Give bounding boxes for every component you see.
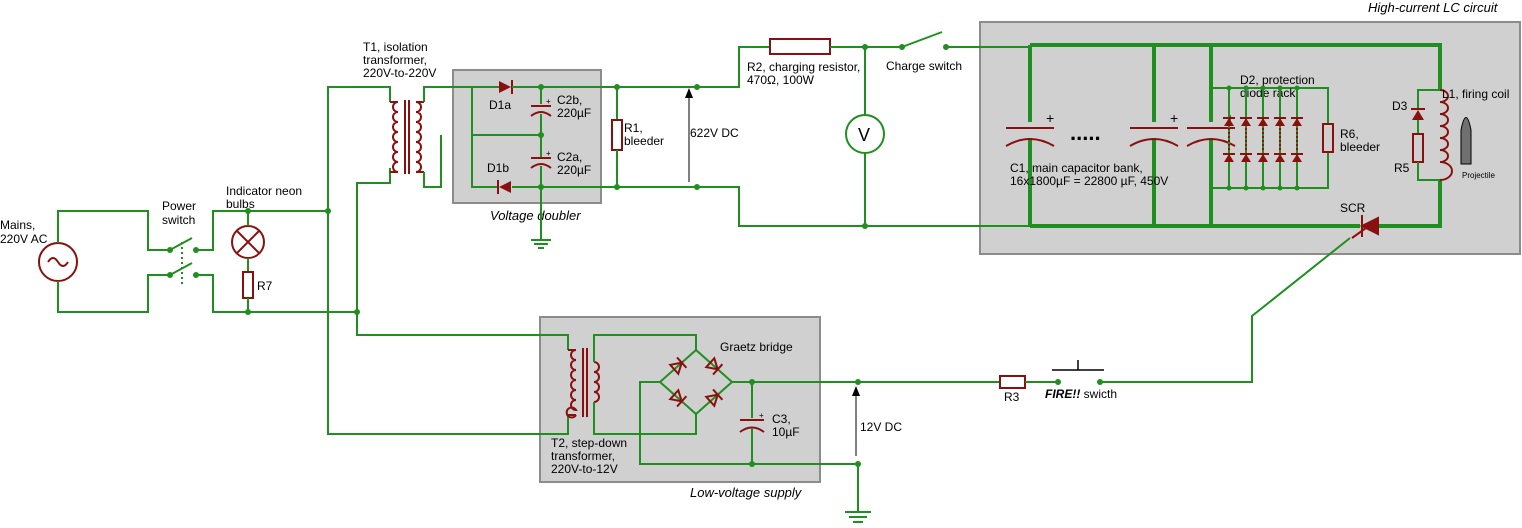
power-switch-label-1: Power	[162, 199, 196, 213]
c1-label-2: 16x1800µF = 22800 µF, 450V	[1010, 174, 1168, 188]
c2b-capacitor: +	[530, 97, 552, 117]
t1-label-1: T1, isolation	[363, 40, 428, 54]
l1-firing-coil	[1439, 89, 1453, 181]
lc-circuit-title: High-current LC circuit	[1368, 0, 1499, 15]
v622-label: 622V DC	[690, 126, 739, 140]
r2-label-1: R2, charging resistor,	[747, 60, 860, 74]
t2-label-1: T2, step-down	[551, 436, 627, 450]
r6-label-1: R6,	[1340, 127, 1359, 141]
charge-switch-label: Charge switch	[886, 59, 962, 73]
d1b-diode	[497, 180, 511, 194]
voltage-doubler-title: Voltage doubler	[490, 208, 581, 223]
doubler-ground	[531, 239, 551, 249]
r6-label-2: bleeder	[1340, 140, 1380, 154]
fire-switch-label: FIRE!! swicth	[1045, 387, 1117, 401]
c1-capacitor-1: +	[1005, 110, 1055, 147]
power-switch-label-2: switch	[162, 213, 195, 227]
graetz-label: Graetz bridge	[720, 340, 793, 354]
svg-text:+: +	[759, 411, 764, 420]
projectile-label: Projectile	[1462, 171, 1495, 180]
c1-ellipsis: .....	[1070, 120, 1101, 145]
t1-label-3: 220V-to-220V	[363, 66, 436, 80]
r7-resistor	[242, 271, 254, 299]
c2a-capacitor: +	[530, 149, 552, 169]
scr-label: SCR	[1340, 201, 1366, 215]
c2a-label-1: C2a,	[557, 150, 582, 164]
c2a-label-2: 220µF	[557, 163, 591, 177]
t2-transformer	[565, 348, 600, 419]
voltage-doubler-block	[452, 69, 602, 204]
c3-label-2: 10µF	[772, 425, 800, 439]
c3-capacitor: +	[739, 411, 765, 433]
voltmeter: V	[845, 114, 885, 154]
c1-capacitor-2: +	[1129, 110, 1179, 147]
low-voltage-supply-title: Low-voltage supply	[690, 485, 803, 500]
svg-text:+: +	[546, 149, 551, 158]
r5-label: R5	[1394, 161, 1410, 175]
neon-label-1: Indicator neon	[226, 184, 302, 198]
d2-label-1: D2, protection	[1240, 73, 1315, 87]
lc-circuit-block	[979, 21, 1521, 255]
l1-label: L1, firing coil	[1442, 87, 1509, 101]
r3-resistor	[999, 375, 1026, 389]
graetz-bridge	[668, 356, 724, 408]
c2b-label-2: 220µF	[557, 106, 591, 120]
d1b-label: D1b	[487, 161, 509, 175]
neon-bulb	[231, 225, 265, 259]
t1-transformer	[390, 100, 424, 174]
d1a-label: D1a	[489, 98, 511, 112]
r2-resistor	[769, 38, 831, 55]
mains-source	[38, 242, 78, 282]
r3-label: R3	[1004, 390, 1020, 404]
r2-label-2: 470Ω, 100W	[747, 73, 815, 87]
r6-resistor	[1322, 123, 1334, 153]
power-switch[interactable]	[167, 237, 199, 285]
c3-label-1: C3,	[772, 412, 791, 426]
c1-label-1: C1, main capacitor bank,	[1010, 161, 1143, 175]
mains-label-2: 220V AC	[0, 232, 48, 246]
svg-text:+: +	[546, 97, 551, 106]
r1-label-1: R1,	[624, 121, 643, 135]
d3-diode	[1411, 108, 1425, 120]
t1-label-2: transformer,	[363, 53, 427, 67]
scr-thyristor	[1351, 215, 1379, 239]
t2-label-3: 220V-to-12V	[551, 462, 618, 476]
mains-label-1: Mains,	[0, 218, 35, 232]
fire-switch[interactable]	[1052, 360, 1104, 385]
svg-text:+: +	[1046, 110, 1054, 126]
svg-text:V: V	[858, 125, 870, 145]
d2-label-2: diode rack	[1240, 86, 1296, 100]
projectile-icon	[1460, 117, 1472, 165]
lv-ground	[845, 511, 871, 523]
t2-label-2: transformer,	[551, 449, 615, 463]
charge-switch[interactable]	[899, 31, 949, 50]
d2-diode-rack	[1223, 85, 1303, 191]
svg-text:+: +	[1170, 110, 1178, 126]
d3-label: D3	[1392, 99, 1408, 113]
c2b-label-1: C2b,	[557, 93, 582, 107]
r1-resistor	[611, 119, 623, 151]
v12-label: 12V DC	[860, 420, 902, 434]
r1-label-2: bleeder	[624, 134, 664, 148]
neon-label-2: bulbs	[226, 197, 255, 211]
r7-label: R7	[257, 279, 273, 293]
